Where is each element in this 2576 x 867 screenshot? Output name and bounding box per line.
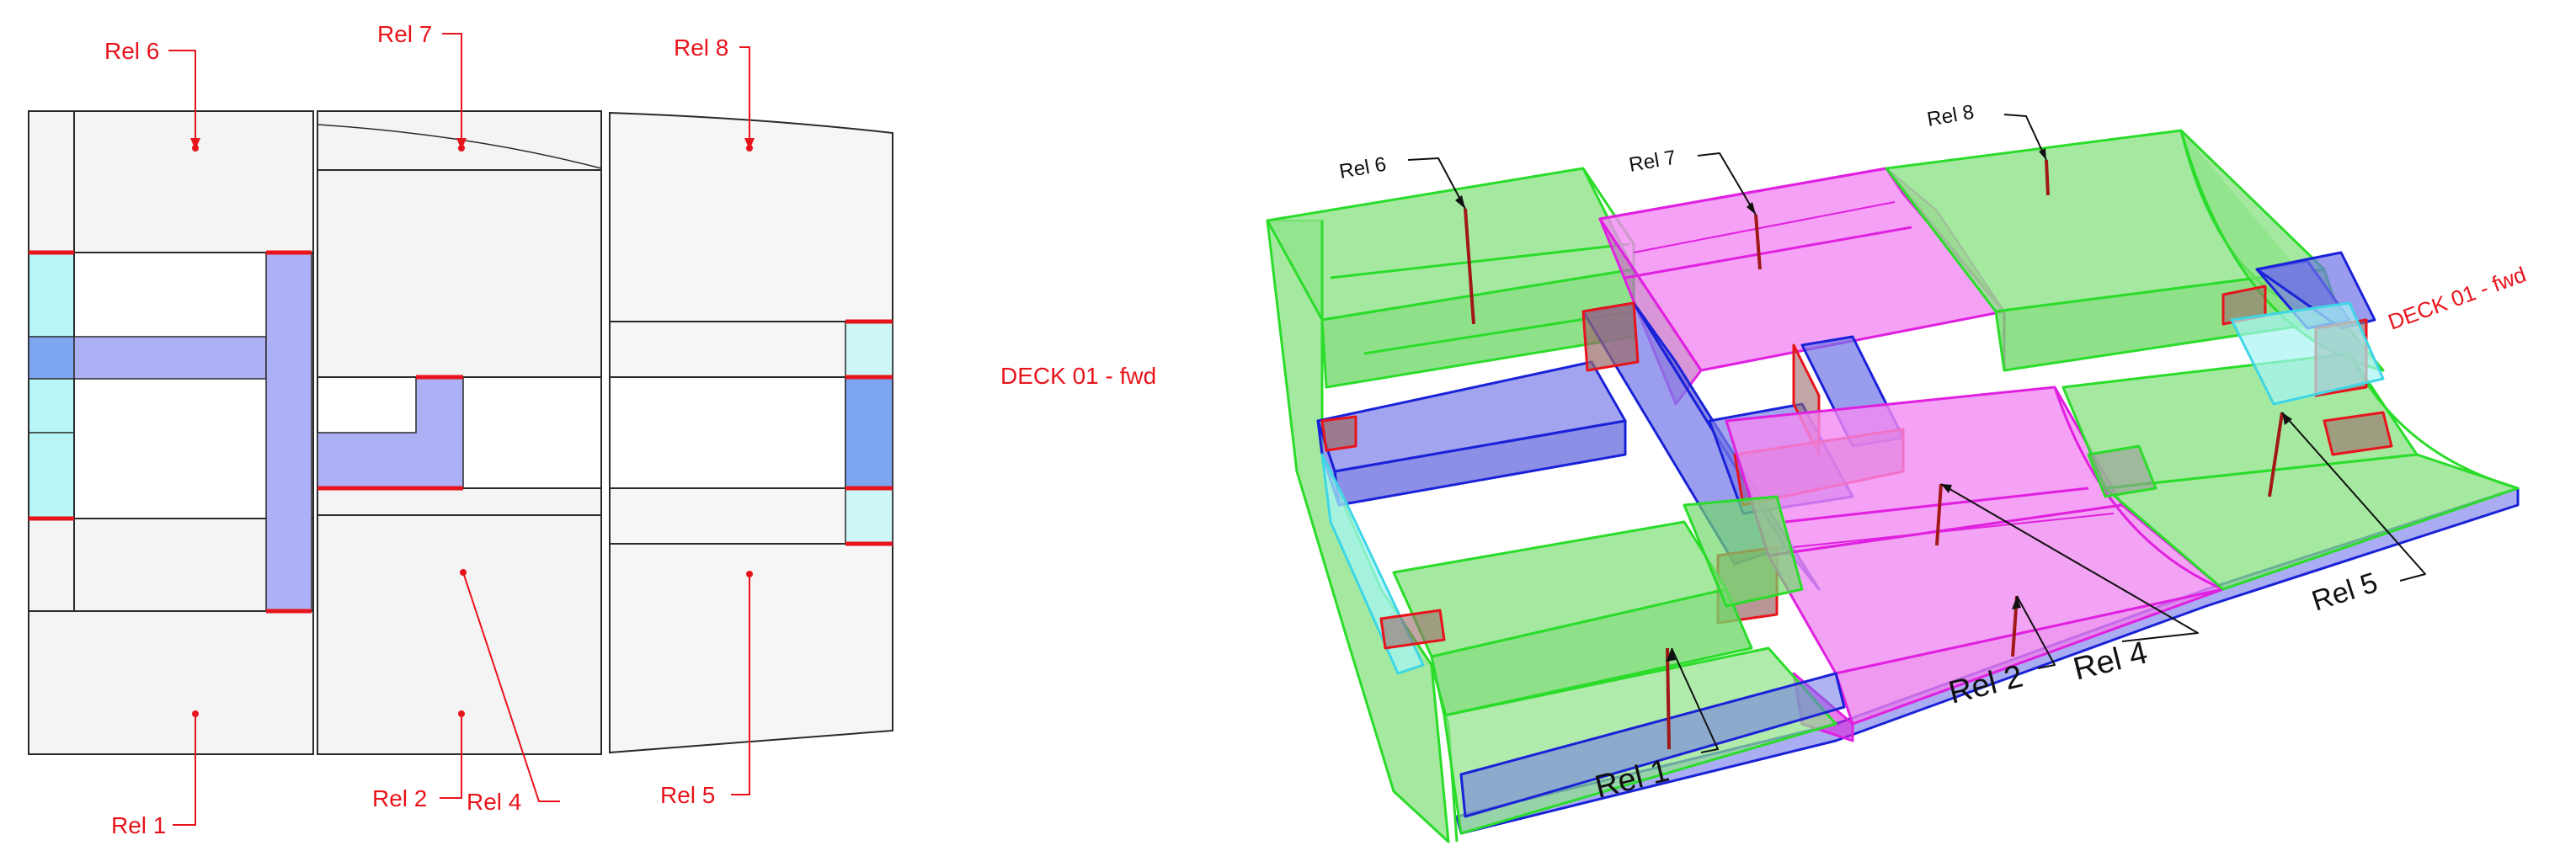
iso-green-block-rel6 xyxy=(1266,167,1635,455)
plan-label-rel8: Rel 8 xyxy=(674,35,728,61)
plan-compartment-right-top xyxy=(609,111,893,378)
plan-compartment-left-top xyxy=(28,110,314,253)
plan-compartment-mid-top xyxy=(317,110,602,378)
plan-label-rel4: Rel 4 xyxy=(467,789,521,815)
plan-right-column xyxy=(609,111,893,754)
plan-view: Rel 6 Rel 7 Rel 8 Rel 1 Rel 2 Rel 4 Rel … xyxy=(28,21,893,838)
deck-label-center: DECK 01 - fwd xyxy=(1000,363,1156,389)
plan-annotations xyxy=(168,33,750,826)
plan-label-rel5: Rel 5 xyxy=(660,782,715,808)
iso-label-rel7: Rel 7 xyxy=(1627,146,1677,177)
iso-view: Rel 6 Rel 7 Rel 8 Rel 1 Rel 2 Rel 4 Rel … xyxy=(1266,101,2530,843)
iso-label-rel5: Rel 5 xyxy=(2308,566,2381,618)
iso-deck-label: DECK 01 - fwd xyxy=(2385,262,2530,335)
plan-blue-cell-left-upper xyxy=(28,336,75,380)
plan-label-rel2: Rel 2 xyxy=(372,785,427,811)
iso-leaders xyxy=(1407,114,2426,753)
plan-annotation-markers xyxy=(190,138,755,717)
plan-blue-corridor xyxy=(73,336,267,380)
iso-green-block-rel1 xyxy=(1379,495,1846,843)
iso-blue-block-right xyxy=(2221,251,2385,406)
plan-middle-column xyxy=(317,110,602,755)
plan-compartment-right-bottom xyxy=(609,487,893,754)
plan-label-rel1: Rel 1 xyxy=(111,812,166,838)
plan-blue-trunk xyxy=(265,252,312,612)
plan-label-rel7: Rel 7 xyxy=(377,21,432,47)
plan-left-column xyxy=(28,110,314,755)
iso-label-rel8: Rel 8 xyxy=(1925,101,1976,131)
iso-blue-corridor xyxy=(1316,360,1627,507)
plan-blue-cell-right xyxy=(845,376,893,489)
plan-label-rel6: Rel 6 xyxy=(104,38,159,64)
iso-label-rel6: Rel 6 xyxy=(1337,153,1388,184)
plan-cyan-strip-left xyxy=(28,252,75,519)
iso-leader-arrowheads xyxy=(1455,148,2292,662)
plan-compartment-mid-bottom xyxy=(317,487,602,755)
